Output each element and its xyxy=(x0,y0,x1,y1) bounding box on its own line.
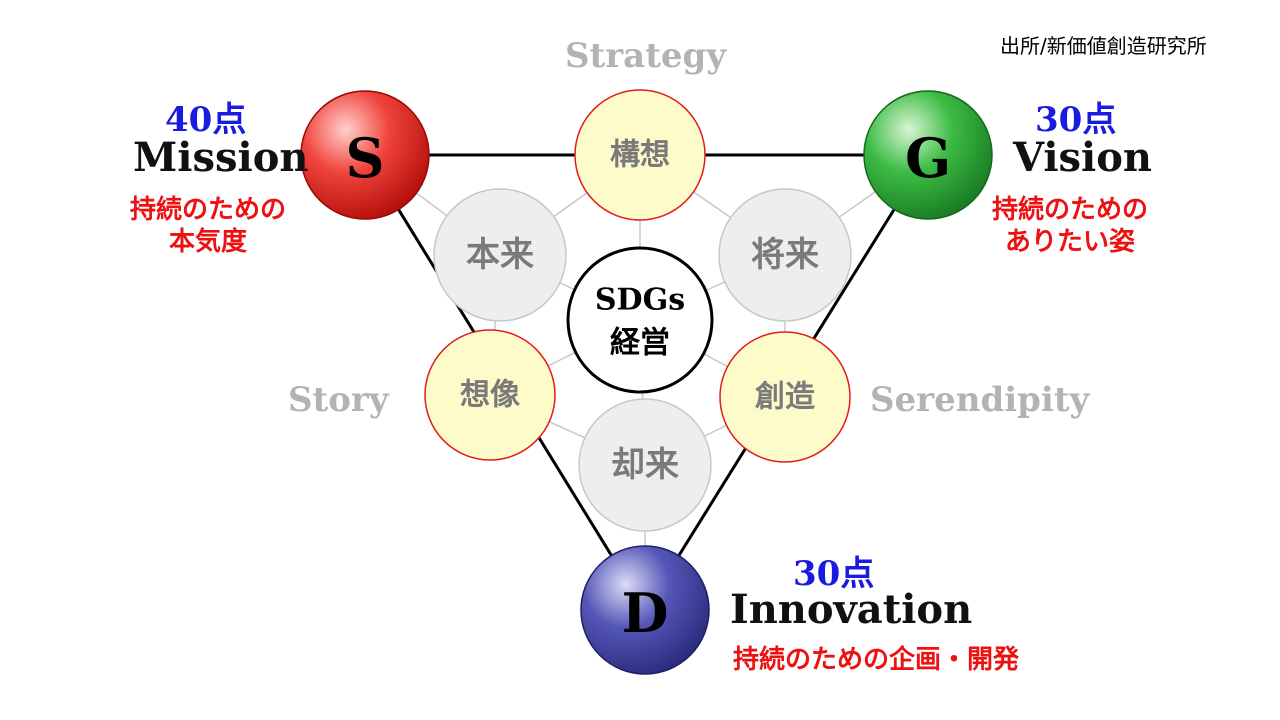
node-kyakurai-label: 却来 xyxy=(611,445,679,485)
node-souzou: 想像 xyxy=(424,329,556,461)
g-desc-line1: 持続のための xyxy=(991,195,1148,225)
s-score: 40点 xyxy=(165,100,247,140)
node-shourai-label: 将来 xyxy=(751,235,819,275)
s-desc-line1: 持続のための xyxy=(129,195,286,225)
d-role: Innovation xyxy=(730,586,973,633)
node-souzou-label: 想像 xyxy=(460,378,520,413)
d-description: 持続のための企画・開発 xyxy=(733,645,1020,675)
g-description: 持続のための ありたい姿 xyxy=(972,194,1168,258)
source-note: 出所/新価値創造研究所 xyxy=(1000,34,1207,58)
g-desc-line2: ありたい姿 xyxy=(1004,227,1135,257)
node-honrai: 本来 xyxy=(433,188,567,322)
corner-d: D xyxy=(580,545,710,675)
node-honrai-label: 本来 xyxy=(466,235,534,275)
corner-s: S xyxy=(300,90,430,220)
g-role: Vision xyxy=(1013,134,1153,181)
corner-d-letter: D xyxy=(622,581,669,645)
section-strategy: Strategy xyxy=(565,36,727,76)
center-label-line1: SDGs xyxy=(595,283,685,318)
s-description: 持続のための 本気度 xyxy=(110,194,306,258)
section-serendipity: Serendipity xyxy=(870,380,1090,420)
node-kousou-label: 構想 xyxy=(610,138,670,173)
center-label-line2: 経営 xyxy=(610,326,670,361)
node-center: SDGs 経営 xyxy=(566,246,714,394)
corner-g-letter: G xyxy=(905,126,951,190)
node-shourai: 将来 xyxy=(718,188,852,322)
node-kyakurai: 却来 xyxy=(578,398,712,532)
node-souzou2-label: 創造 xyxy=(755,380,815,415)
section-story: Story xyxy=(288,380,389,420)
node-kousou: 構想 xyxy=(574,89,706,221)
g-score: 30点 xyxy=(1035,100,1117,140)
corner-s-letter: S xyxy=(346,126,385,190)
s-desc-line2: 本気度 xyxy=(168,227,247,257)
corner-g: G xyxy=(863,90,993,220)
d-score: 30点 xyxy=(793,554,875,594)
s-role: Mission xyxy=(133,134,309,181)
node-souzou2: 創造 xyxy=(719,331,851,463)
